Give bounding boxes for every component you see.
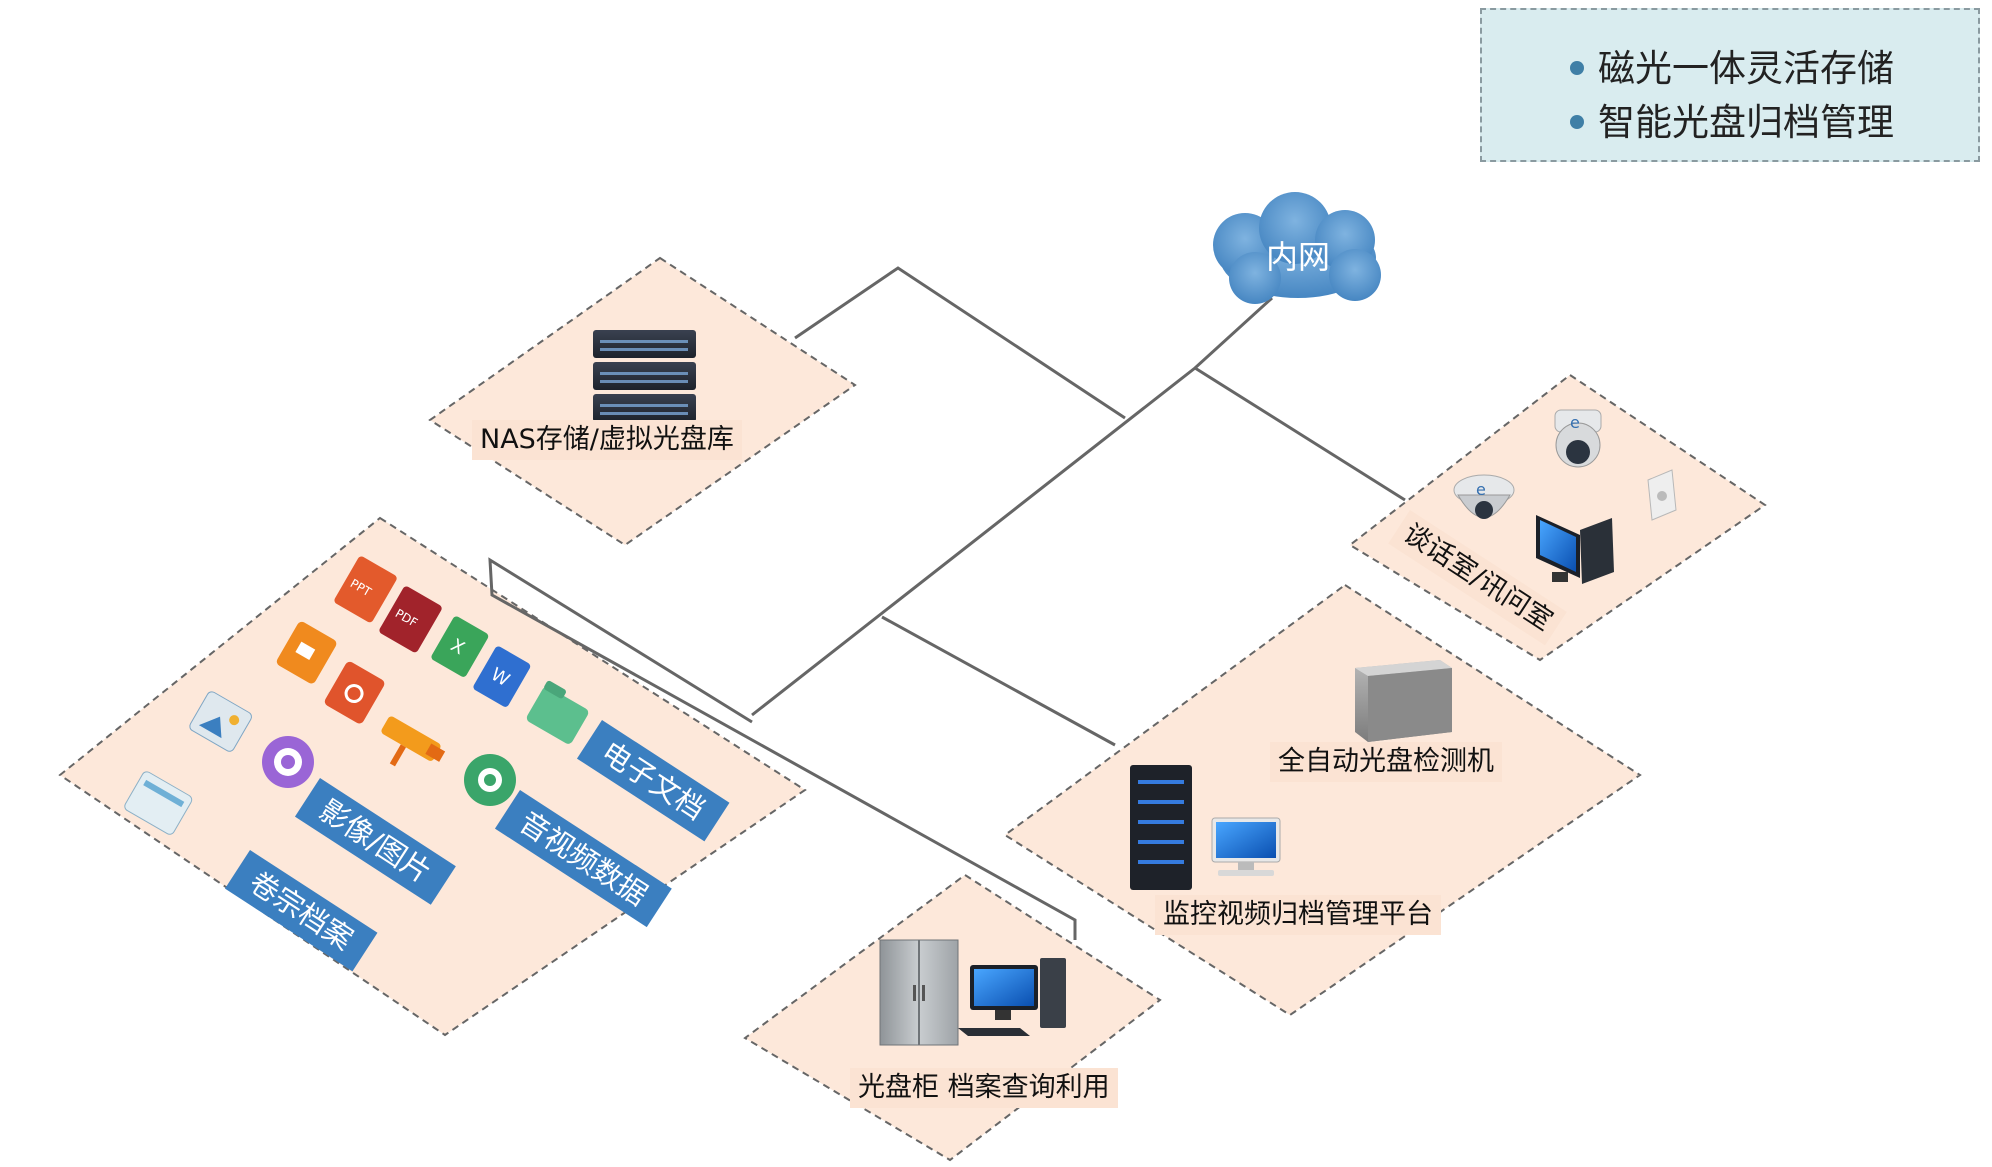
- disc-cabinet-icon: [879, 939, 959, 1046]
- detector-label: 全自动光盘检测机: [1270, 742, 1502, 782]
- svg-text:e: e: [1476, 480, 1486, 499]
- video-chat-icon: [464, 754, 516, 806]
- legend-item-2: 智能光盘归档管理: [1570, 92, 1894, 146]
- cabinet-label: 光盘柜 档案查询利用: [850, 1068, 1118, 1108]
- excel-file-icon: X: [431, 616, 489, 677]
- video-file-icon: [276, 621, 337, 684]
- audio-file-icon: [324, 661, 385, 724]
- pdf-file-icon: PDF: [379, 586, 442, 653]
- svg-text:e: e: [1570, 413, 1580, 432]
- photo-album-icon: [262, 736, 314, 788]
- ceiling-camera-icon: e: [1453, 474, 1515, 519]
- bullet-icon: [1570, 60, 1584, 75]
- nas-server-icon: [593, 330, 696, 422]
- nas-label: NAS存储/虚拟光盘库: [472, 420, 742, 460]
- ppt-file-icon: PPT: [334, 556, 397, 623]
- platform-label: 监控视频归档管理平台: [1155, 895, 1441, 935]
- zone-files: [58, 516, 807, 1037]
- image-file-icon: [189, 691, 252, 752]
- legend-item-text: 智能光盘归档管理: [1598, 101, 1894, 144]
- disc-detector-icon: [1355, 660, 1452, 742]
- legend-box: 磁光一体灵活存储 智能光盘归档管理: [1480, 8, 1980, 162]
- interview-computer-icon: [1536, 515, 1614, 584]
- network-links: [488, 266, 1406, 940]
- platform-monitor-icon: [1211, 817, 1281, 876]
- bullet-icon: [1570, 114, 1584, 129]
- microphone-pickup-icon: [1647, 469, 1677, 521]
- cloud-label: 内网: [1266, 238, 1330, 276]
- folder-icon: [526, 680, 589, 744]
- legend-item-text: 磁光一体灵活存储: [1598, 47, 1894, 90]
- surveillance-camera-icon: [381, 716, 446, 767]
- archive-folder-icon: [124, 771, 193, 835]
- server-rack-icon: [1130, 765, 1192, 890]
- dome-camera-icon: e: [1554, 409, 1602, 468]
- zone-interview: [1348, 373, 1767, 662]
- word-file-icon: W: [473, 646, 531, 707]
- query-computer-icon: [958, 958, 1066, 1036]
- file-icons: PPT PDF X W: [124, 556, 589, 835]
- legend-item-1: 磁光一体灵活存储: [1570, 38, 1894, 92]
- intranet-cloud-icon: [1213, 192, 1381, 304]
